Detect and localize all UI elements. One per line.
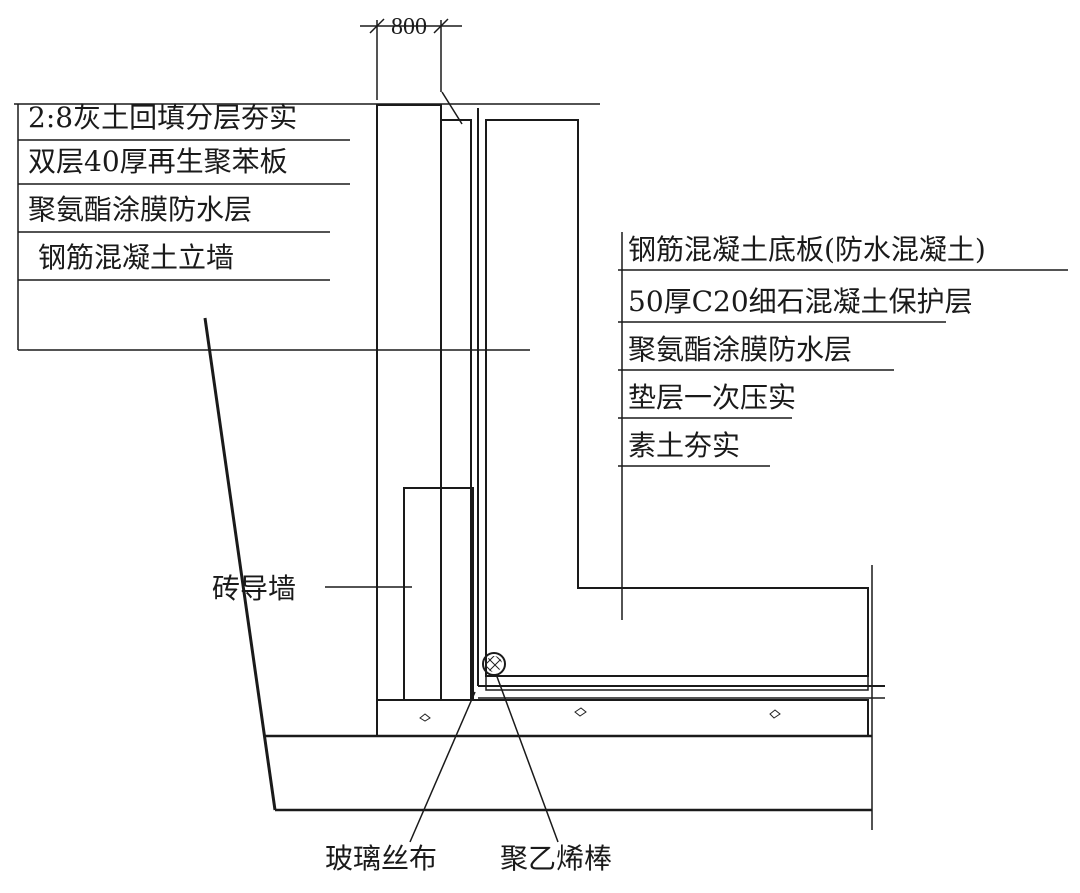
slab-label-4: 素土夯实: [628, 429, 740, 462]
polyethylene-rod: [482, 652, 506, 676]
slab-label-2: 聚氨酯涂膜防水层: [628, 333, 852, 366]
slab-label-3: 垫层一次压实: [628, 381, 796, 414]
label-glass-fiber-cloth: 玻璃丝布: [325, 842, 437, 875]
polystyrene-board-layer: [440, 119, 472, 489]
wall-label-2: 聚氨酯涂膜防水层: [28, 193, 252, 226]
label-brick-guide-wall: 砖导墙: [212, 572, 296, 605]
leader-polyethylene-rod: [495, 673, 559, 843]
slab-label-1: 50厚C20细石混凝土保护层: [628, 285, 973, 318]
label-polyethylene-rod: 聚乙烯棒: [500, 842, 612, 875]
leader-glass-fiber: [409, 691, 476, 843]
wall-label-3: 钢筋混凝土立墙: [38, 241, 234, 274]
cushion-layer: [376, 699, 869, 737]
wall-label-1: 双层40厚再生聚苯板: [28, 145, 288, 178]
backfill-soil-layer: [376, 104, 442, 701]
slab-label-0: 钢筋混凝土底板(防水混凝土): [628, 233, 986, 266]
wall-label-0: 2:8灰土回填分层夯实: [28, 101, 297, 134]
fine-concrete-protective-layer: [485, 675, 869, 691]
excavation-slope-line: [203, 317, 277, 811]
dimension-label: 800: [391, 14, 427, 40]
brick-guide-wall: [403, 487, 474, 701]
